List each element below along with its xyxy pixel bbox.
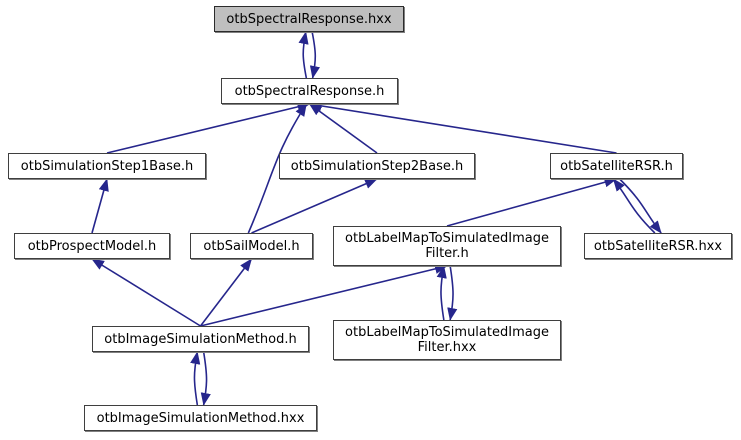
graph-node-satellite_rsr_h[interactable]: otbSatelliteRSR.h	[550, 153, 683, 179]
graph-edge-spectral_response_hxx-to-spectral_response_h	[309, 31, 320, 79]
graph-node-label: otbImageSimulationMethod.h	[104, 331, 297, 347]
graph-edge-satellite_rsr_h-to-spectral_response_h	[308, 100, 617, 154]
graph-node-labelmap_filter_hxx[interactable]: otbLabelMapToSimulatedImage Filter.hxx	[333, 320, 561, 360]
graph-node-image_simulation_method_hxx[interactable]: otbImageSimulationMethod.hxx	[84, 405, 317, 431]
graph-edge-image_simulation_method_h-to-sail_model_h	[199, 258, 253, 327]
graph-node-label: otbSimulationStep2Base.h	[290, 158, 464, 174]
graph-edge-labelmap_filter_hxx-to-labelmap_filter_h	[436, 265, 447, 321]
graph-node-image_simulation_method_h[interactable]: otbImageSimulationMethod.h	[92, 326, 309, 352]
graph-edge-prospect_model_h-to-simulation_step1_base_h	[91, 178, 109, 234]
graph-node-spectral_response_hxx[interactable]: otbSpectralResponse.hxx	[214, 6, 404, 32]
graph-node-label: otbImageSimulationMethod.hxx	[96, 410, 305, 426]
graph-node-simulation_step1_base_h[interactable]: otbSimulationStep1Base.h	[8, 153, 206, 179]
graph-node-label: otbSatelliteRSR.hxx	[593, 238, 723, 254]
graph-edge-image_simulation_method_h-to-labelmap_filter_h	[200, 263, 448, 327]
graph-node-sail_model_h[interactable]: otbSailModel.h	[190, 233, 313, 259]
graph-node-simulation_step2_base_h[interactable]: otbSimulationStep2Base.h	[279, 153, 475, 179]
graph-edge-image_simulation_method_h-to-prospect_model_h	[91, 258, 201, 327]
graph-edge-sail_model_h-to-simulation_step2_base_h	[251, 178, 378, 234]
graph-edge-satellite_rsr_h-to-satellite_rsr_hxx	[619, 178, 662, 234]
graph-node-label: otbLabelMapToSimulatedImage Filter.h	[345, 231, 549, 261]
graph-node-label: otbLabelMapToSimulatedImage Filter.hxx	[345, 325, 549, 355]
graph-edge-labelmap_filter_h-to-labelmap_filter_hxx	[447, 265, 458, 321]
graph-node-label: otbSailModel.h	[203, 238, 300, 254]
graph-edge-image_simulation_method_hxx-to-image_simulation_method_h	[190, 351, 201, 406]
graph-node-labelmap_filter_h[interactable]: otbLabelMapToSimulatedImage Filter.h	[333, 226, 561, 266]
graph-node-label: otbSpectralResponse.hxx	[226, 11, 392, 27]
graph-edge-simulation_step1_base_h-to-spectral_response_h	[106, 101, 311, 154]
graph-edge-satellite_rsr_hxx-to-satellite_rsr_h	[612, 178, 656, 234]
graph-node-prospect_model_h[interactable]: otbProspectModel.h	[14, 233, 170, 259]
graph-node-satellite_rsr_hxx[interactable]: otbSatelliteRSR.hxx	[584, 233, 732, 259]
graph-edge-image_simulation_method_h-to-image_simulation_method_hxx	[200, 351, 211, 406]
graph-node-label: otbProspectModel.h	[27, 238, 157, 254]
graph-node-label: otbSatelliteRSR.h	[560, 158, 673, 174]
graph-edge-labelmap_filter_h-to-satellite_rsr_h	[446, 177, 618, 227]
graph-node-label: otbSpectralResponse.h	[234, 83, 385, 99]
graph-node-label: otbSimulationStep1Base.h	[20, 158, 194, 174]
graph-edge-spectral_response_h-to-spectral_response_hxx	[298, 31, 309, 79]
graph-edge-simulation_step2_base_h-to-spectral_response_h	[308, 103, 378, 154]
graph-node-spectral_response_h[interactable]: otbSpectralResponse.h	[221, 78, 398, 104]
